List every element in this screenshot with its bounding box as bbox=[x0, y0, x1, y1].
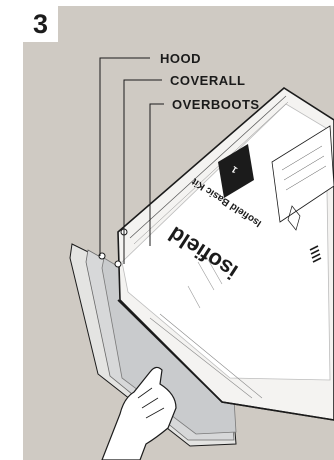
coverall-corner-marker bbox=[115, 261, 121, 267]
hood-label: HOOD bbox=[160, 51, 201, 66]
step-number: 3 bbox=[23, 6, 58, 42]
coverall-label: COVERALL bbox=[170, 73, 246, 88]
overboots-label: OVERBOOTS bbox=[172, 97, 260, 112]
